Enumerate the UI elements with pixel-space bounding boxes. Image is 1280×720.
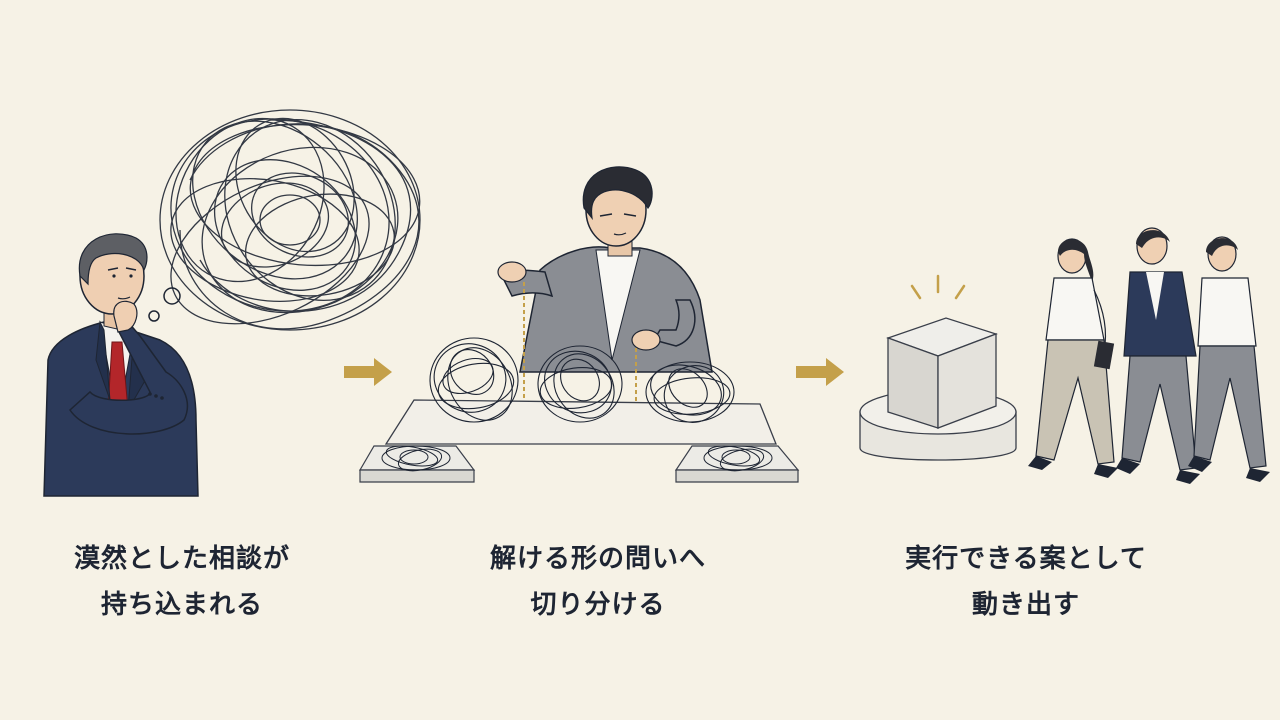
stage2-caption: 解ける形の問いへ 切り分ける: [438, 536, 758, 628]
spark-icon: [910, 274, 966, 300]
stage3-illustration: [859, 227, 1270, 484]
thought-bubble-medium: [163, 287, 181, 305]
consultant-hair: [582, 166, 653, 221]
stage1-caption: 漠然とした相談が 持ち込まれる: [22, 536, 342, 628]
consultant: [497, 166, 713, 373]
tray-left: [358, 445, 476, 483]
client-arm: [69, 320, 189, 435]
stage1-caption-line1: 漠然とした相談が: [73, 544, 290, 574]
tray-right: [674, 445, 800, 483]
solution-cube: [886, 317, 998, 429]
tangle-center: [537, 345, 623, 423]
arrow-icon: [796, 358, 844, 386]
stage2-caption-line1: 解ける形の問いへ: [489, 544, 706, 574]
stage2-illustration: [358, 166, 800, 483]
client-man: [43, 233, 199, 497]
stage3-caption: 実行できる案として 動き出す: [866, 536, 1186, 628]
team-member-1: [1028, 238, 1118, 478]
tangled-thought-cloud: [159, 109, 421, 331]
team-member-2: [1116, 227, 1200, 484]
tangle-left: [429, 337, 519, 423]
arrow-icon: [344, 358, 392, 386]
stage3-caption-line2: 動き出す: [971, 590, 1080, 620]
client-hair: [78, 233, 148, 286]
stage2-caption-line2: 切り分ける: [530, 590, 666, 620]
stage3-caption-line1: 実行できる案として: [905, 544, 1147, 574]
stage1-illustration: [43, 109, 421, 497]
thought-bubble-small: [148, 310, 160, 322]
team-member-3: [1188, 236, 1270, 482]
tangle-right: [645, 361, 735, 423]
client-hand: [113, 300, 138, 333]
stage1-caption-line2: 持ち込まれる: [100, 590, 263, 620]
